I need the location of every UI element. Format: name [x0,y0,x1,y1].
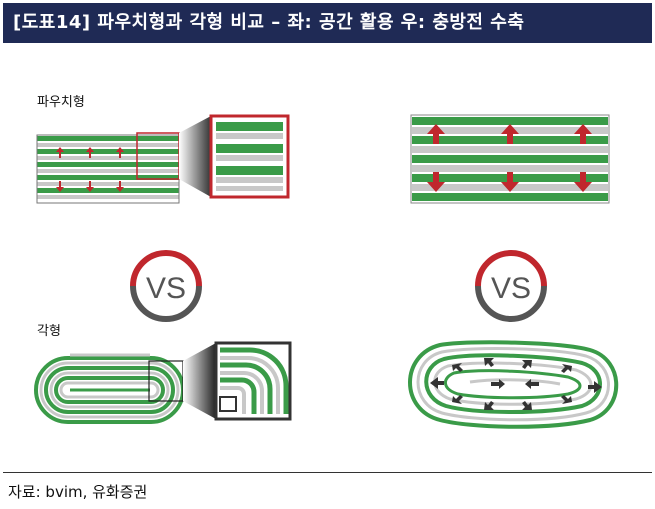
vs-text-left: VS [146,272,186,305]
pouch-zoom-funnel [179,116,211,197]
prismatic-zoom-funnel [183,343,216,419]
prismatic-label: 각형 [37,324,61,339]
prismatic-stress-arrows [430,358,602,410]
footer-divider [3,472,652,473]
vs-badge-right: VS [475,250,547,322]
figure-title: [도표14] 파우치형과 각형 비교 – 좌: 공간 활용 우: 충방전 수축 [3,3,652,43]
source-note: 자료: bvim, 유화증권 [8,483,148,501]
pouch-label: 파우치형 [37,95,85,110]
pouch-cell-stack [36,134,180,204]
vs-badge-left: VS [130,250,202,322]
vs-text-right: VS [491,272,531,305]
pouch-zoom-detail [209,114,290,199]
pouch-expansion-arrows [56,147,124,192]
pouch-charge-arrows [427,124,592,192]
prismatic-zoom-detail [214,341,292,421]
prismatic-jelly-roll [34,353,185,424]
